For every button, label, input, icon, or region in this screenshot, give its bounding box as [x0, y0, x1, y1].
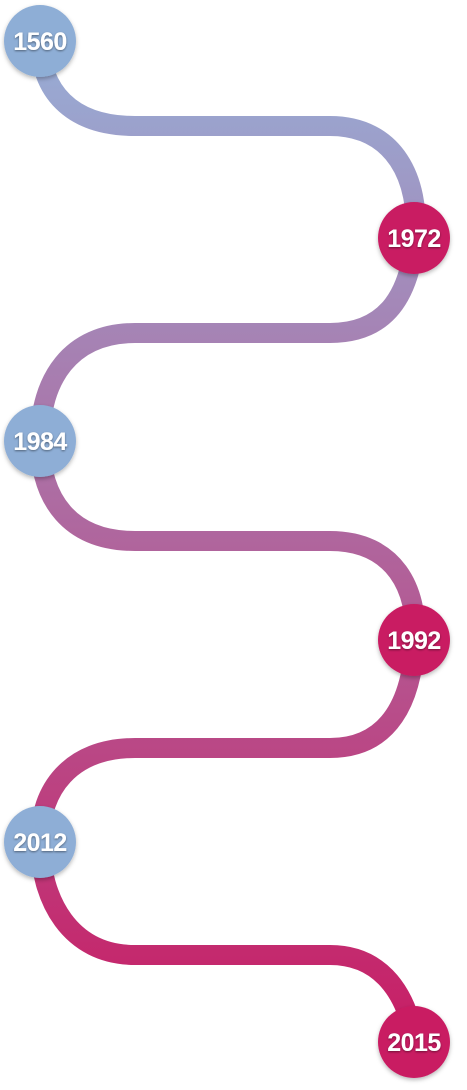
- milestone-circle: [4, 5, 76, 77]
- milestone-2012: 2012: [4, 806, 76, 878]
- milestone-year-label: 1972: [387, 225, 441, 253]
- milestone-circle: [4, 405, 76, 477]
- timeline-path: [30, 30, 426, 1052]
- milestone-2015: 2015: [378, 1006, 450, 1078]
- milestone-year-label: 1984: [13, 428, 67, 456]
- milestone-year-label: 1560: [13, 28, 67, 56]
- milestone-markers: 1560 1972 1984 1992 2012 2015: [4, 5, 450, 1078]
- milestone-circle: [378, 604, 450, 676]
- milestone-year-label: 1992: [387, 627, 441, 655]
- milestone-circle: [378, 1006, 450, 1078]
- milestone-1992: 1992: [378, 604, 450, 676]
- milestone-year-label: 2012: [13, 829, 67, 857]
- milestone-circle: [4, 806, 76, 878]
- milestone-year-label: 2015: [387, 1029, 441, 1057]
- milestone-1984: 1984: [4, 405, 76, 477]
- milestone-1560: 1560: [4, 5, 76, 77]
- milestone-circle: [378, 202, 450, 274]
- milestone-1972: 1972: [378, 202, 450, 274]
